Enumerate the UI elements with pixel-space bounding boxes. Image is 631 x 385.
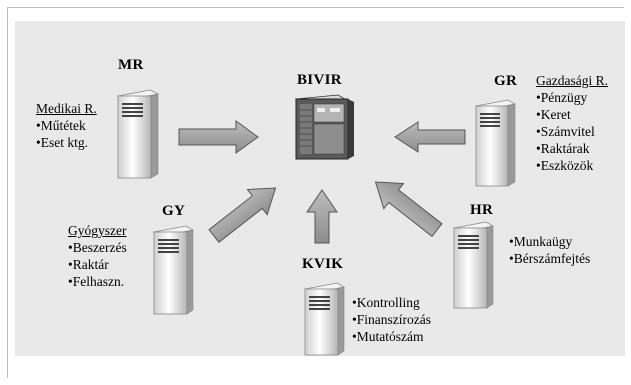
group-hr: •Munkaügy •Bérszámfejtés bbox=[509, 233, 590, 267]
list-item: •Számvitel bbox=[536, 124, 595, 139]
group-kvik: •Kontrolling •Finanszírozás •Mutatószám bbox=[352, 294, 431, 345]
arrow-kvik-to-bivir bbox=[306, 189, 338, 244]
label-kvik: KVIK bbox=[302, 256, 344, 272]
server-icon-gr bbox=[474, 99, 517, 187]
list-item: •Műtétek bbox=[36, 118, 86, 133]
server-icon-mr bbox=[116, 89, 160, 179]
list-item: •Raktár bbox=[68, 257, 109, 272]
list-item: •Beszerzés bbox=[68, 240, 127, 255]
group-heading: Gazdasági R. bbox=[536, 73, 608, 88]
list-item: •Felhaszn. bbox=[68, 274, 125, 289]
label-hr: HR bbox=[470, 202, 494, 218]
list-item: •Bérszámfejtés bbox=[509, 251, 591, 266]
label-gr: GR bbox=[494, 73, 518, 89]
label-gy: GY bbox=[162, 203, 186, 219]
server-icon-gy bbox=[152, 225, 195, 315]
arrow-gy-to-bivir bbox=[208, 187, 277, 244]
group-gazdasagi: Gazdasági R. •Pénzügy •Keret •Számvitel … bbox=[536, 72, 608, 174]
list-item: •Raktárak bbox=[536, 141, 590, 156]
list-item: •Keret bbox=[536, 107, 571, 122]
server-icon-hr bbox=[452, 221, 495, 309]
list-item: •Finanszírozás bbox=[352, 312, 431, 327]
mainframe-icon-bivir bbox=[294, 94, 354, 160]
list-item: •Pénzügy bbox=[536, 90, 588, 105]
list-item: •Eszközök bbox=[536, 158, 594, 173]
arrow-gr-to-bivir bbox=[394, 121, 466, 153]
list-item: •Munkaügy bbox=[509, 234, 573, 249]
list-item: •Eset ktg. bbox=[36, 135, 88, 150]
arrow-mr-to-bivir bbox=[178, 120, 259, 154]
group-heading: Medikai R. bbox=[36, 101, 97, 116]
list-item: •Mutatószám bbox=[352, 329, 424, 344]
group-medikai: Medikai R. •Műtétek •Eset ktg. bbox=[36, 100, 97, 151]
figure-frame bbox=[7, 7, 624, 378]
group-heading: Gyógyszer bbox=[68, 223, 127, 238]
server-icon-kvik bbox=[303, 282, 346, 356]
arrow-hr-to-bivir bbox=[374, 181, 443, 238]
group-gyogyszer: Gyógyszer •Beszerzés •Raktár •Felhaszn. bbox=[68, 222, 127, 290]
list-item: •Kontrolling bbox=[352, 295, 420, 310]
label-mr: MR bbox=[118, 57, 144, 73]
label-bivir: BIVIR bbox=[297, 72, 342, 88]
